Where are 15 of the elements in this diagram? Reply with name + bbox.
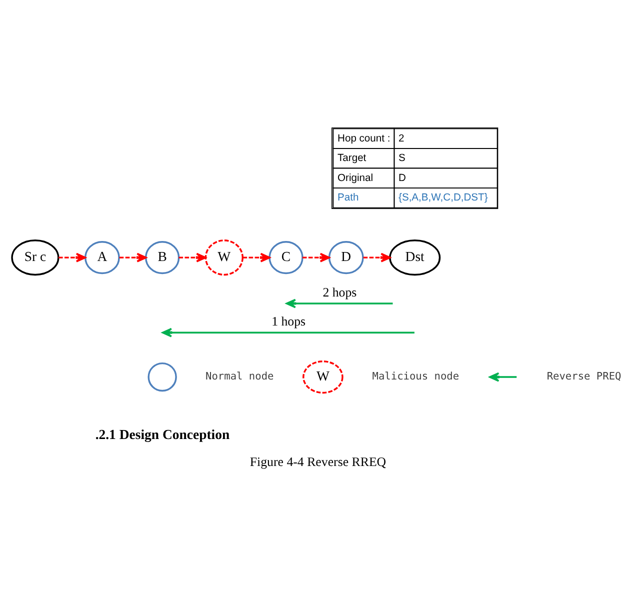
- label: Original: [338, 172, 374, 184]
- label: 2 hops: [322, 285, 357, 300]
- label: {S,A,B,W,C,D,DST}: [398, 192, 488, 204]
- legend-label: Malicious node: [372, 370, 460, 382]
- caption: Figure 4-4 Reverse RREQ: [250, 454, 386, 468]
- label: D: [398, 172, 406, 184]
- label: S: [398, 152, 406, 164]
- legend-label: Normal node: [206, 370, 274, 382]
- label: 2: [398, 132, 404, 144]
- label: .2.1 Design Conception: [95, 426, 230, 442]
- legend-label: Reverse PREQ: [546, 370, 622, 382]
- label: 1 hops: [272, 314, 306, 328]
- label: Path: [338, 192, 359, 204]
- label: Target: [338, 152, 366, 164]
- label: Hop count :: [338, 132, 390, 144]
